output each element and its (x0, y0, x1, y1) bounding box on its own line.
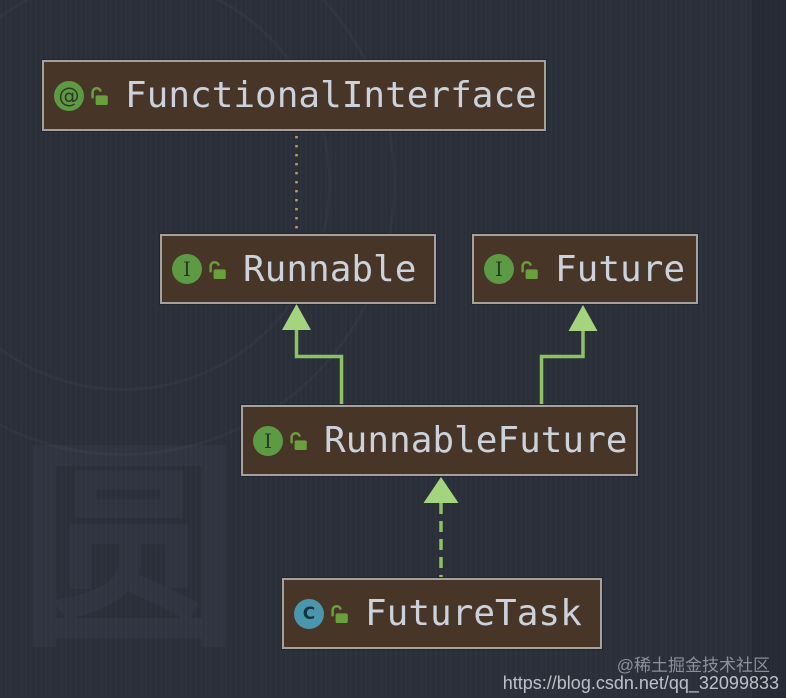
class-glyph: C (302, 603, 316, 624)
annotation-icon: @ (54, 80, 84, 111)
unlocked-padlock-icon (288, 430, 309, 451)
interface-glyph: I (183, 257, 191, 281)
edge-runnablefuture-to-future (539, 330, 585, 404)
arrowhead-to-future-icon (568, 305, 598, 331)
unlocked-padlock-icon (519, 259, 540, 280)
node-label: FunctionalInterface (125, 75, 537, 116)
unlocked-padlock-icon (89, 85, 110, 106)
interface-glyph: I (264, 428, 272, 453)
node-label: RunnableFuture (324, 420, 628, 461)
unlocked-padlock-icon (207, 259, 228, 280)
juejin-community-watermark: @稀土掘金技术社区 (616, 656, 770, 675)
background-right-band (752, 0, 786, 698)
unlocked-padlock-icon (329, 603, 350, 624)
node-label: Future (555, 248, 686, 290)
node-label: Runnable (243, 248, 417, 290)
csdn-blog-url-watermark: https://blog.csdn.net/qq_32099833 (502, 673, 779, 693)
interface-glyph: I (495, 257, 503, 281)
background-coin-ring-inner (0, 0, 331, 391)
node-future[interactable]: I Future (472, 234, 698, 304)
arrowhead-to-runnable-icon (282, 304, 311, 330)
interface-icon: I (172, 254, 202, 284)
background-watermark-glyph: 圆 (18, 438, 240, 660)
node-runnable[interactable]: I Runnable (160, 234, 436, 304)
arrowhead-to-runnablefuture-icon (423, 477, 459, 503)
annotation-glyph: @ (58, 83, 80, 108)
class-icon: C (294, 598, 324, 629)
node-future-task[interactable]: C FutureTask (282, 578, 602, 649)
node-runnable-future[interactable]: I RunnableFuture (241, 405, 638, 476)
interface-icon: I (253, 425, 283, 456)
edge-runnablefuture-to-runnable (294, 329, 344, 404)
node-functional-interface[interactable]: @ FunctionalInterface (42, 60, 546, 131)
interface-icon: I (484, 254, 514, 284)
node-label: FutureTask (365, 593, 582, 634)
